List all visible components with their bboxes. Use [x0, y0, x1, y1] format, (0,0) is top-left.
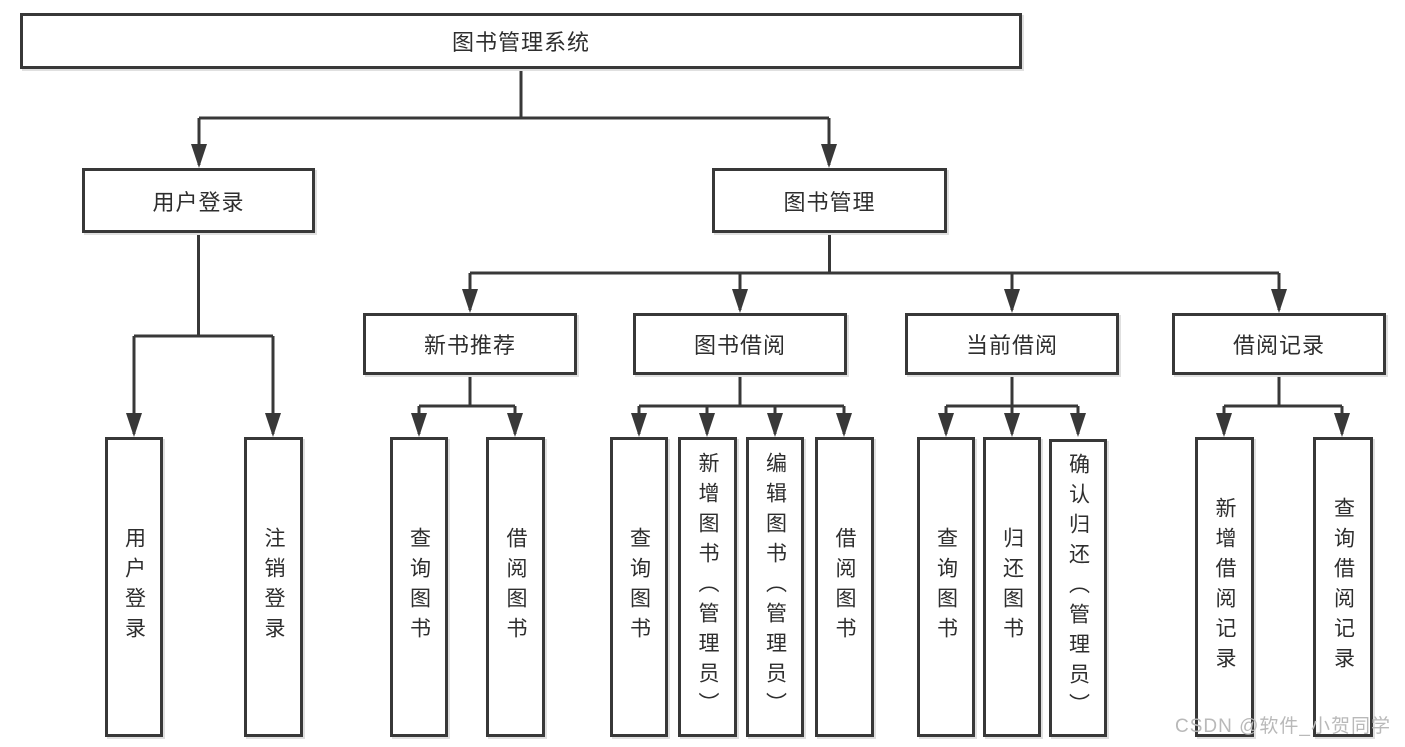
connector-paths: [132, 69, 1344, 434]
leaf-return-books: 归还图书: [983, 437, 1041, 737]
leaf-query-borrow-record: 查询借阅记录: [1313, 437, 1373, 737]
node-book-management: 图书管理: [712, 168, 947, 233]
leaf-borrow-books: 借阅图书: [815, 437, 874, 737]
leaf-add-books-admin: 新增图书（管理员）: [678, 437, 737, 737]
leaf-query-books-recommend: 查询图书: [390, 437, 448, 737]
leaf-logout: 注销登录: [244, 437, 303, 737]
leaf-confirm-return-admin: 确认归还（管理员）: [1049, 439, 1107, 737]
node-user-login: 用户登录: [82, 168, 315, 233]
leaf-borrow-books-recommend: 借阅图书: [486, 437, 545, 737]
arrowheads: [126, 144, 1350, 437]
leaf-query-books-current: 查询图书: [917, 437, 975, 737]
csdn-watermark: CSDN @软件_小贺同学: [1175, 716, 1391, 737]
node-root: 图书管理系统: [20, 13, 1022, 69]
node-borrow-records: 借阅记录: [1172, 313, 1386, 375]
leaf-edit-books-admin: 编辑图书（管理员）: [746, 437, 804, 737]
leaf-add-borrow-record: 新增借阅记录: [1195, 437, 1254, 737]
node-current-borrow: 当前借阅: [905, 313, 1119, 375]
leaf-query-books-borrow: 查询图书: [610, 437, 668, 737]
node-book-borrow: 图书借阅: [633, 313, 847, 375]
node-new-book-recommend: 新书推荐: [363, 313, 577, 375]
leaf-user-login: 用户登录: [105, 437, 163, 737]
